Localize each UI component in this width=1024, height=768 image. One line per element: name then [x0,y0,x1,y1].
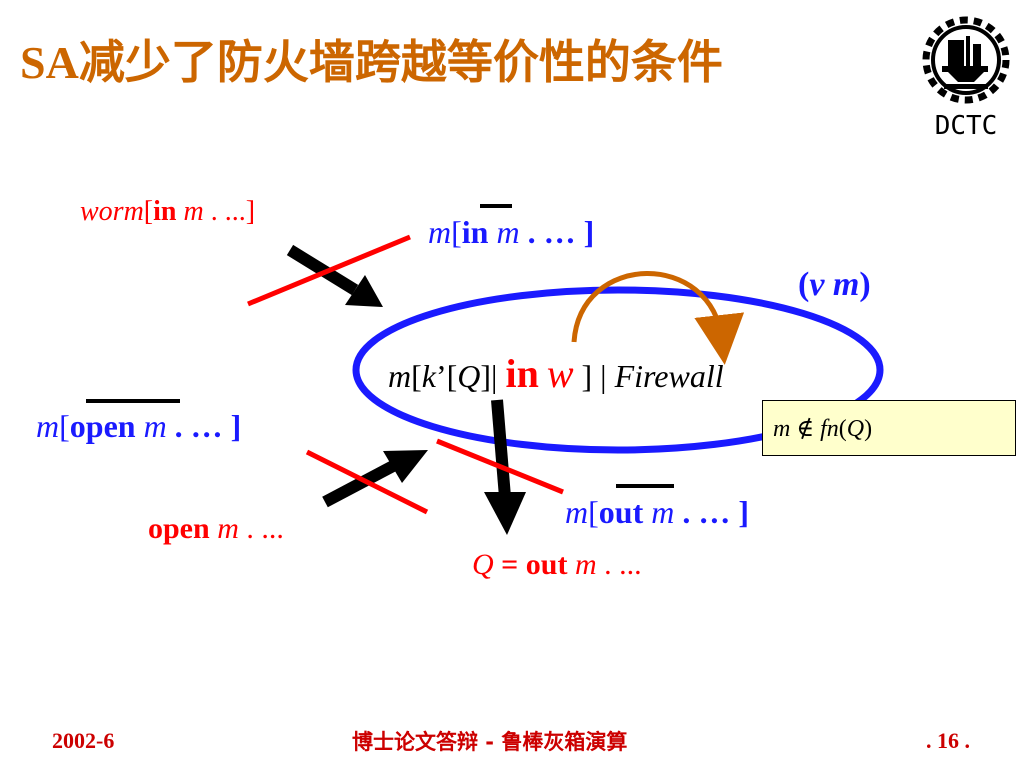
arrow-open-head [383,450,428,483]
q-name: Q [472,548,494,581]
arrow-out-head [484,492,526,535]
nu-rparen: ) [859,266,871,303]
worm-m: m [183,196,204,227]
firewall-ellipse [352,286,884,454]
q-definition: Q = out m . ... [472,548,642,582]
center-a: [ [411,358,422,394]
open-proc-m: m [217,512,239,545]
constraint-op: ∉ [790,416,821,442]
out-m2: m [651,494,675,530]
center-firewall: Firewall [614,358,724,394]
out-m: m [565,494,589,530]
q-m: m [574,548,597,581]
restriction-label: (ν m) [798,266,871,304]
center-c: ]| [480,358,506,394]
gear-emblem-icon: DCTC [922,16,1010,141]
title-text: 减少了防火墙跨越等价性的条件 [78,37,723,88]
out-cocapability: m[out m . … ] [565,494,749,531]
open-m2: m [143,408,167,444]
logo-text: DCTC [935,111,998,140]
worm-name: worm [80,196,144,227]
title-prefix: SA [20,37,79,88]
arrow-open [322,459,398,508]
slide-title: SA减少了防火墙跨越等价性的条件 [20,26,723,92]
center-in-keyword: in [505,351,539,396]
q-out-keyword: out [525,548,568,581]
worm-lbr: [ [143,196,154,227]
constraint-rp: ) [864,416,873,442]
open-m: m [36,408,60,444]
worm-in-keyword: in [153,196,177,227]
worm-tail: . ...] [203,196,256,227]
overbar-open [86,399,180,403]
center-d: ] | [573,358,615,394]
firewall-process: m[k’[Q]| in w ] | Firewall [388,350,724,397]
nu-symbol: ν [809,266,825,303]
in-m: m [428,214,452,250]
center-m: m [388,358,412,394]
in-m2: m [496,214,520,250]
out-tail: . … ] [674,494,749,530]
constraint-q: Q [846,416,865,442]
strike-line-in [247,234,411,307]
open-keyword: open [69,408,136,444]
constraint-box: m ∉ fn(Q) [762,400,1016,456]
center-k: k [421,358,436,394]
arrow-out [491,399,511,498]
overbar-in [480,204,512,208]
strike-line-open [305,449,429,515]
footer-page: . 16 . [926,728,970,753]
in-cocapability: m[in m . … ] [428,214,594,251]
in-tail: . … ] [519,214,595,250]
q-eq: = [493,548,526,581]
footer-date: 2002-6 [52,728,115,753]
constraint-m: m [773,416,791,442]
open-proc-tail: . ... [238,512,284,545]
strike-line-out [436,438,564,495]
arrow-worm-in [286,244,359,296]
open-cocapability: m[open m . … ] [36,408,241,445]
footer-center: 博士论文答辩 - 鲁棒灰箱演算 [352,730,628,754]
center-w: w [546,351,574,396]
nu-m: m [832,266,860,303]
in-keyword: in [461,214,489,250]
dctc-logo: DCTC [918,10,1018,141]
out-lbr: [ [588,494,599,530]
in-lbr: [ [451,214,462,250]
arrow-worm-in-head [345,275,383,307]
out-keyword: out [598,494,644,530]
open-process: open m . ... [148,512,284,546]
worm-process: worm[in m . ...] [80,196,255,228]
open-tail: . … ] [166,408,242,444]
constraint-lp: ( [838,416,847,442]
center-q: Q [457,358,481,394]
open-proc-keyword: open [148,512,210,545]
q-tail: . ... [596,548,642,581]
overbar-out [616,484,674,488]
curved-arrow [571,271,745,365]
constraint-fn: fn [820,416,839,442]
nu-lparen: ( [798,266,810,303]
open-lbr: [ [59,408,70,444]
center-b: ’[ [435,358,458,394]
